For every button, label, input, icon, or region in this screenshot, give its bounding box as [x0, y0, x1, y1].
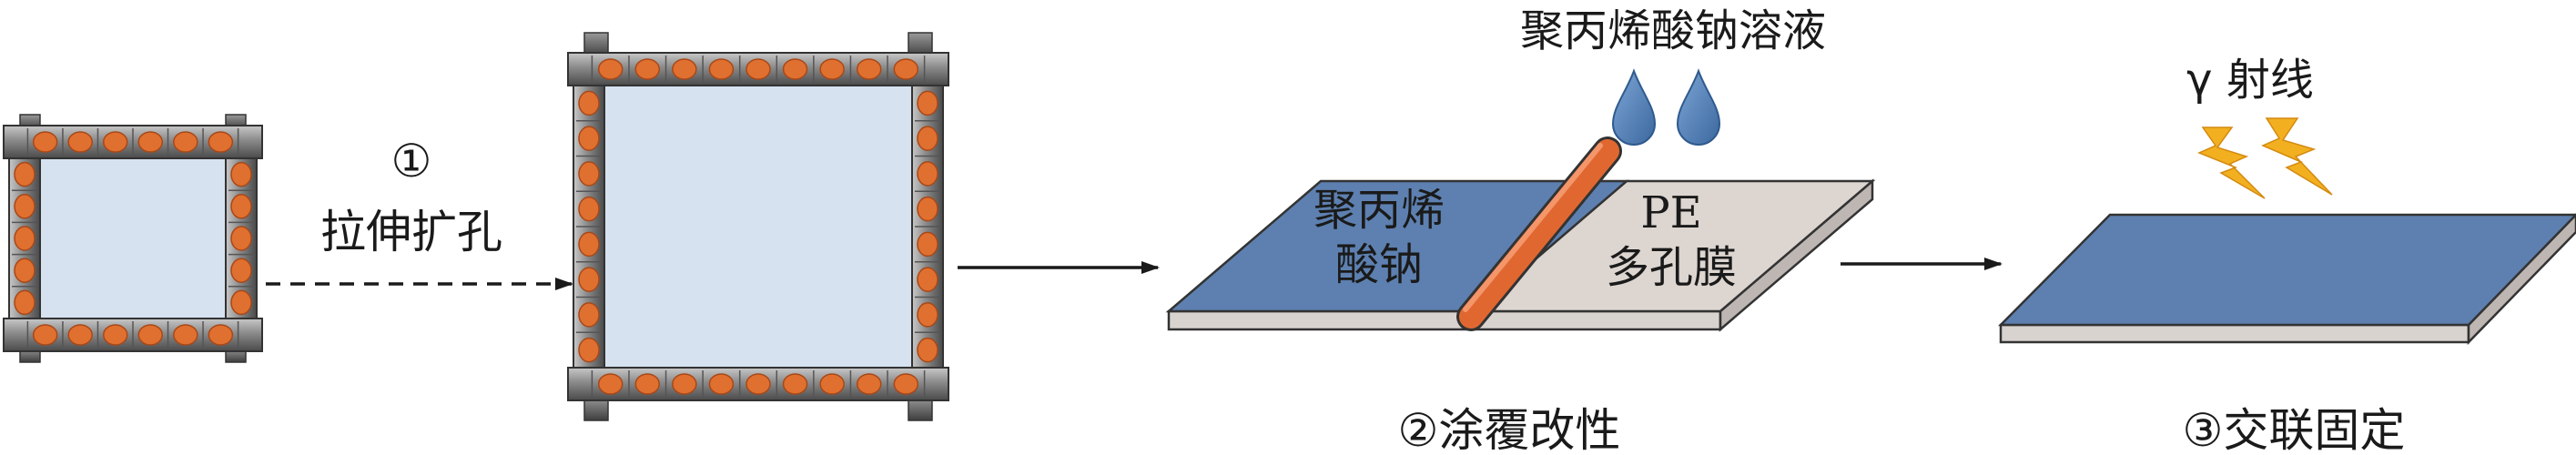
clip-dot: [578, 126, 600, 151]
film-sheet: [39, 157, 227, 319]
clip-dot: [917, 90, 938, 116]
clip-dot: [856, 373, 882, 395]
clip-dot: [893, 58, 919, 80]
lightning-icon: [2261, 117, 2333, 196]
clip-dot: [137, 131, 164, 153]
clip-dot: [917, 231, 938, 258]
clip-dot: [578, 337, 600, 363]
clip-dot: [708, 373, 735, 395]
gamma-ray-lightning: [2197, 117, 2333, 199]
clip-dot: [782, 58, 808, 80]
clip-dot: [672, 58, 697, 80]
clip-dot: [208, 324, 234, 346]
clip-dot: [208, 131, 234, 153]
clip-dot: [32, 131, 58, 153]
clip-dot: [102, 324, 128, 346]
small-stretching-frame: [3, 114, 263, 363]
clip-dot: [634, 58, 661, 80]
clip-dot: [14, 258, 35, 283]
clip-dot: [782, 373, 808, 395]
clip-dot: [578, 267, 600, 292]
clip-dot: [708, 58, 735, 80]
clip-dot: [230, 226, 252, 251]
clip-dot: [597, 373, 624, 395]
clip-dot: [230, 161, 252, 187]
clip-dot: [578, 161, 600, 187]
clip-dot: [634, 373, 661, 395]
lightning-icon: [2197, 126, 2266, 199]
solution-droplets: [1611, 68, 1721, 146]
clip-dot: [578, 231, 600, 258]
clip-dot: [14, 226, 35, 251]
clip-dot: [672, 373, 697, 395]
clip-dot: [67, 324, 93, 346]
clip-dot: [917, 196, 938, 222]
clip-dot: [137, 324, 164, 346]
clip-dot: [230, 194, 252, 219]
large-stretching-frame: [567, 32, 949, 421]
clip-dot: [917, 126, 938, 151]
clip-dot: [14, 194, 35, 219]
step2-caption: ②涂覆改性: [1398, 404, 1621, 455]
coating-roller: [1456, 136, 1622, 331]
clip-dot: [745, 58, 771, 80]
clip-dot: [856, 58, 882, 80]
step1-number: ①: [391, 135, 432, 187]
droplet-icon: [1611, 68, 1657, 146]
clip-dot: [819, 373, 845, 395]
clip-dot: [67, 131, 93, 153]
clip-dot: [14, 289, 35, 316]
clip-dot: [32, 324, 58, 346]
film-sheet: [603, 85, 913, 369]
clip-dot: [917, 267, 938, 292]
clip-dot: [230, 289, 252, 316]
clip-dot: [578, 302, 600, 328]
coating-label-line1: 聚丙烯: [1313, 185, 1445, 236]
clip-dot: [230, 258, 252, 283]
clip-dot: [917, 161, 938, 187]
gamma-ray-label: γ 射线: [2186, 55, 2314, 106]
crosslinked-membrane: [1997, 213, 2576, 346]
clip-dot: [917, 337, 938, 363]
clip-dot: [102, 131, 128, 153]
clip-dot: [14, 161, 35, 187]
solution-label: 聚丙烯酸钠溶液: [1520, 5, 1826, 56]
membrane-label-line1: PE: [1640, 187, 1701, 238]
droplet-icon: [1676, 68, 1721, 146]
clip-dot: [917, 302, 938, 328]
coating-label-line2: 酸钠: [1335, 239, 1423, 290]
clip-dot: [819, 58, 845, 80]
clip-dot: [597, 58, 624, 80]
membrane-label-line2: 多孔膜: [1606, 242, 1737, 293]
clip-dot: [173, 324, 198, 346]
step3-caption: ③交联固定: [2183, 404, 2406, 455]
clip-dot: [578, 90, 600, 116]
clip-dot: [745, 373, 771, 395]
clip-dot: [893, 373, 919, 395]
clip-dot: [173, 131, 198, 153]
clip-dot: [578, 196, 600, 222]
step1-text: 拉伸扩孔: [320, 206, 502, 258]
